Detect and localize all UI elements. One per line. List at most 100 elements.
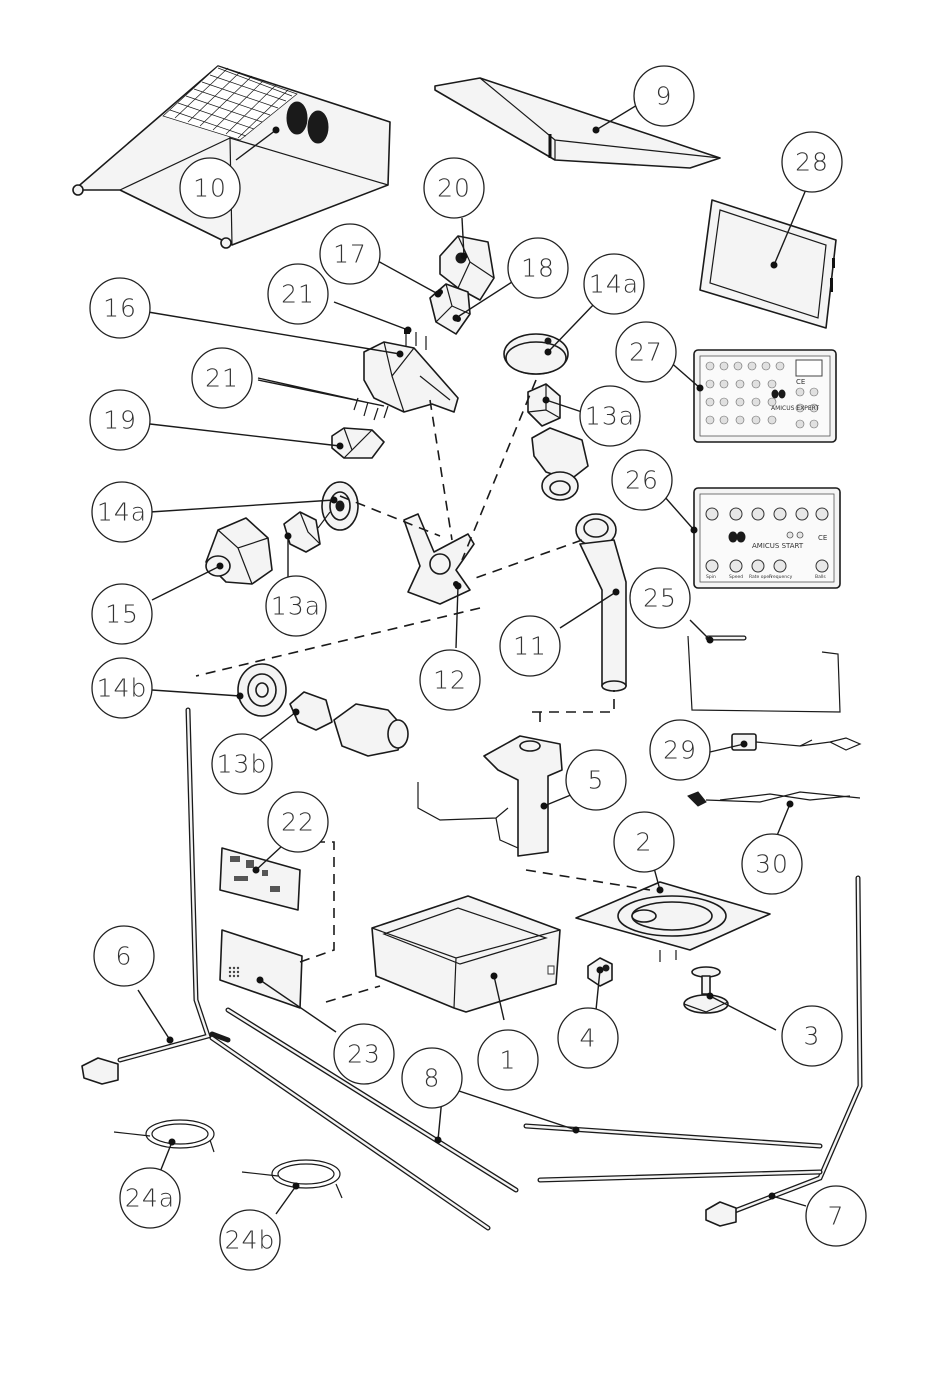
panel-26-knob-label: Frequency bbox=[769, 574, 793, 580]
part-14b-wheel-lower bbox=[238, 664, 286, 716]
callout-6: 6 bbox=[94, 926, 154, 986]
panel-26-ce: CE bbox=[818, 534, 827, 542]
callout-label: 14a bbox=[97, 498, 147, 527]
part-2-base-plate bbox=[576, 882, 770, 962]
callout-25: 25 bbox=[630, 568, 690, 628]
callout-label: 20 bbox=[437, 174, 471, 203]
callout-21-upper: 21 bbox=[268, 264, 328, 324]
callout-label: 24a bbox=[125, 1184, 175, 1213]
callout-label: 14a bbox=[589, 270, 639, 299]
callout-label: 13a bbox=[271, 592, 321, 621]
callout-16: 16 bbox=[90, 278, 150, 338]
callout-27: 27 bbox=[616, 322, 676, 382]
callout-17: 17 bbox=[320, 224, 380, 284]
callout-14a-upper: 14a bbox=[584, 254, 644, 314]
panel-26-knob-label: Spin bbox=[706, 574, 716, 580]
callout-label: 15 bbox=[105, 600, 139, 629]
callout-label: 18 bbox=[521, 254, 555, 283]
callout-10: 10 bbox=[180, 158, 240, 218]
part-13a-motor-left bbox=[284, 512, 330, 552]
callout-label: 21 bbox=[281, 280, 315, 309]
callout-23: 23 bbox=[334, 1024, 394, 1084]
part-16-main-housing bbox=[364, 342, 458, 412]
callout-label: 27 bbox=[629, 338, 663, 367]
callout-5: 5 bbox=[566, 750, 626, 810]
callout-21-lower: 21 bbox=[192, 348, 252, 408]
panel-27-ce: CE bbox=[796, 378, 805, 386]
callout-label: 11 bbox=[513, 632, 547, 661]
callout-26: 26 bbox=[612, 450, 672, 510]
callout-label: 30 bbox=[755, 850, 789, 879]
callout-label: 10 bbox=[193, 174, 227, 203]
callout-label: 12 bbox=[433, 666, 467, 695]
callout-3: 3 bbox=[782, 1006, 842, 1066]
callout-8: 8 bbox=[402, 1048, 462, 1108]
callout-label: 14b bbox=[97, 674, 148, 703]
part-15-motor-housing-left bbox=[206, 518, 272, 584]
callout-30: 30 bbox=[742, 834, 802, 894]
callout-label: 21 bbox=[205, 364, 239, 393]
callout-label: 6 bbox=[116, 942, 133, 971]
part-6-left-leg bbox=[82, 710, 228, 1084]
part-30-power-cord bbox=[688, 792, 860, 806]
callout-13a-upper: 13a bbox=[580, 386, 640, 446]
callout-label: 13a bbox=[585, 402, 635, 431]
callout-label: 9 bbox=[656, 82, 673, 111]
callout-label: 29 bbox=[663, 736, 697, 765]
callout-label: 25 bbox=[643, 584, 677, 613]
part-10-catch-net bbox=[73, 66, 390, 248]
callout-label: 23 bbox=[347, 1040, 381, 1069]
callout-11: 11 bbox=[500, 616, 560, 676]
part-14a-wheel-right bbox=[504, 334, 568, 374]
part-25-support-bracket bbox=[688, 636, 840, 712]
callout-label: 4 bbox=[580, 1024, 597, 1053]
panel-26-brand: AMICUS START bbox=[752, 542, 804, 550]
callout-13b: 13b bbox=[212, 734, 272, 794]
callout-label: 3 bbox=[804, 1022, 821, 1051]
part-3-agitator bbox=[684, 967, 728, 1013]
part-29-power-adapter bbox=[732, 734, 860, 750]
part-22-circuit-board bbox=[220, 848, 300, 910]
part-27-expert-control-box: AMICUS EXPERT CE bbox=[694, 350, 836, 442]
part-26-start-control-box: AMICUS START CE Spin Speed Rate open Fre… bbox=[694, 488, 840, 588]
callout-28: 28 bbox=[782, 132, 842, 192]
callout-label: 26 bbox=[625, 466, 659, 495]
callout-20: 20 bbox=[424, 158, 484, 218]
callout-label: 22 bbox=[281, 808, 315, 837]
callout-4: 4 bbox=[558, 1008, 618, 1068]
callout-15: 15 bbox=[92, 584, 152, 644]
callout-2: 2 bbox=[614, 812, 674, 872]
callout-24a: 24a bbox=[120, 1168, 180, 1228]
callout-label: 1 bbox=[500, 1046, 517, 1075]
callout-label: 24b bbox=[225, 1226, 276, 1255]
callout-label: 13b bbox=[217, 750, 268, 779]
callout-label: 28 bbox=[795, 148, 829, 177]
callout-9: 9 bbox=[634, 66, 694, 126]
callout-19: 19 bbox=[90, 390, 150, 450]
part-28-tablet bbox=[700, 200, 836, 328]
callout-14a-lower: 14a bbox=[92, 482, 152, 542]
callout-label: 17 bbox=[333, 240, 367, 269]
callout-24b: 24b bbox=[220, 1210, 280, 1270]
callout-22: 22 bbox=[268, 792, 328, 852]
part-1-ball-container bbox=[372, 896, 560, 1012]
part-14a-wheel-left bbox=[322, 482, 358, 530]
callout-13a-lower: 13a bbox=[266, 576, 326, 636]
callout-label: 2 bbox=[636, 828, 653, 857]
part-12-center-bracket bbox=[404, 514, 474, 604]
callout-label: 7 bbox=[828, 1202, 845, 1231]
callout-label: 5 bbox=[588, 766, 605, 795]
callout-29: 29 bbox=[650, 720, 710, 780]
callout-label: 16 bbox=[103, 294, 137, 323]
callout-1: 1 bbox=[478, 1030, 538, 1090]
panel-26-knob-label: Speed bbox=[729, 574, 743, 580]
part-13b-motor-lower bbox=[290, 692, 408, 756]
part-5-ball-feeder bbox=[418, 736, 562, 856]
part-24a-cable-coil bbox=[114, 1120, 214, 1152]
part-13a-motor-right bbox=[528, 384, 588, 500]
part-23-electronics-cover bbox=[220, 930, 302, 1008]
panel-27-brand: AMICUS EXPERT bbox=[771, 405, 819, 412]
callout-7: 7 bbox=[806, 1186, 866, 1246]
